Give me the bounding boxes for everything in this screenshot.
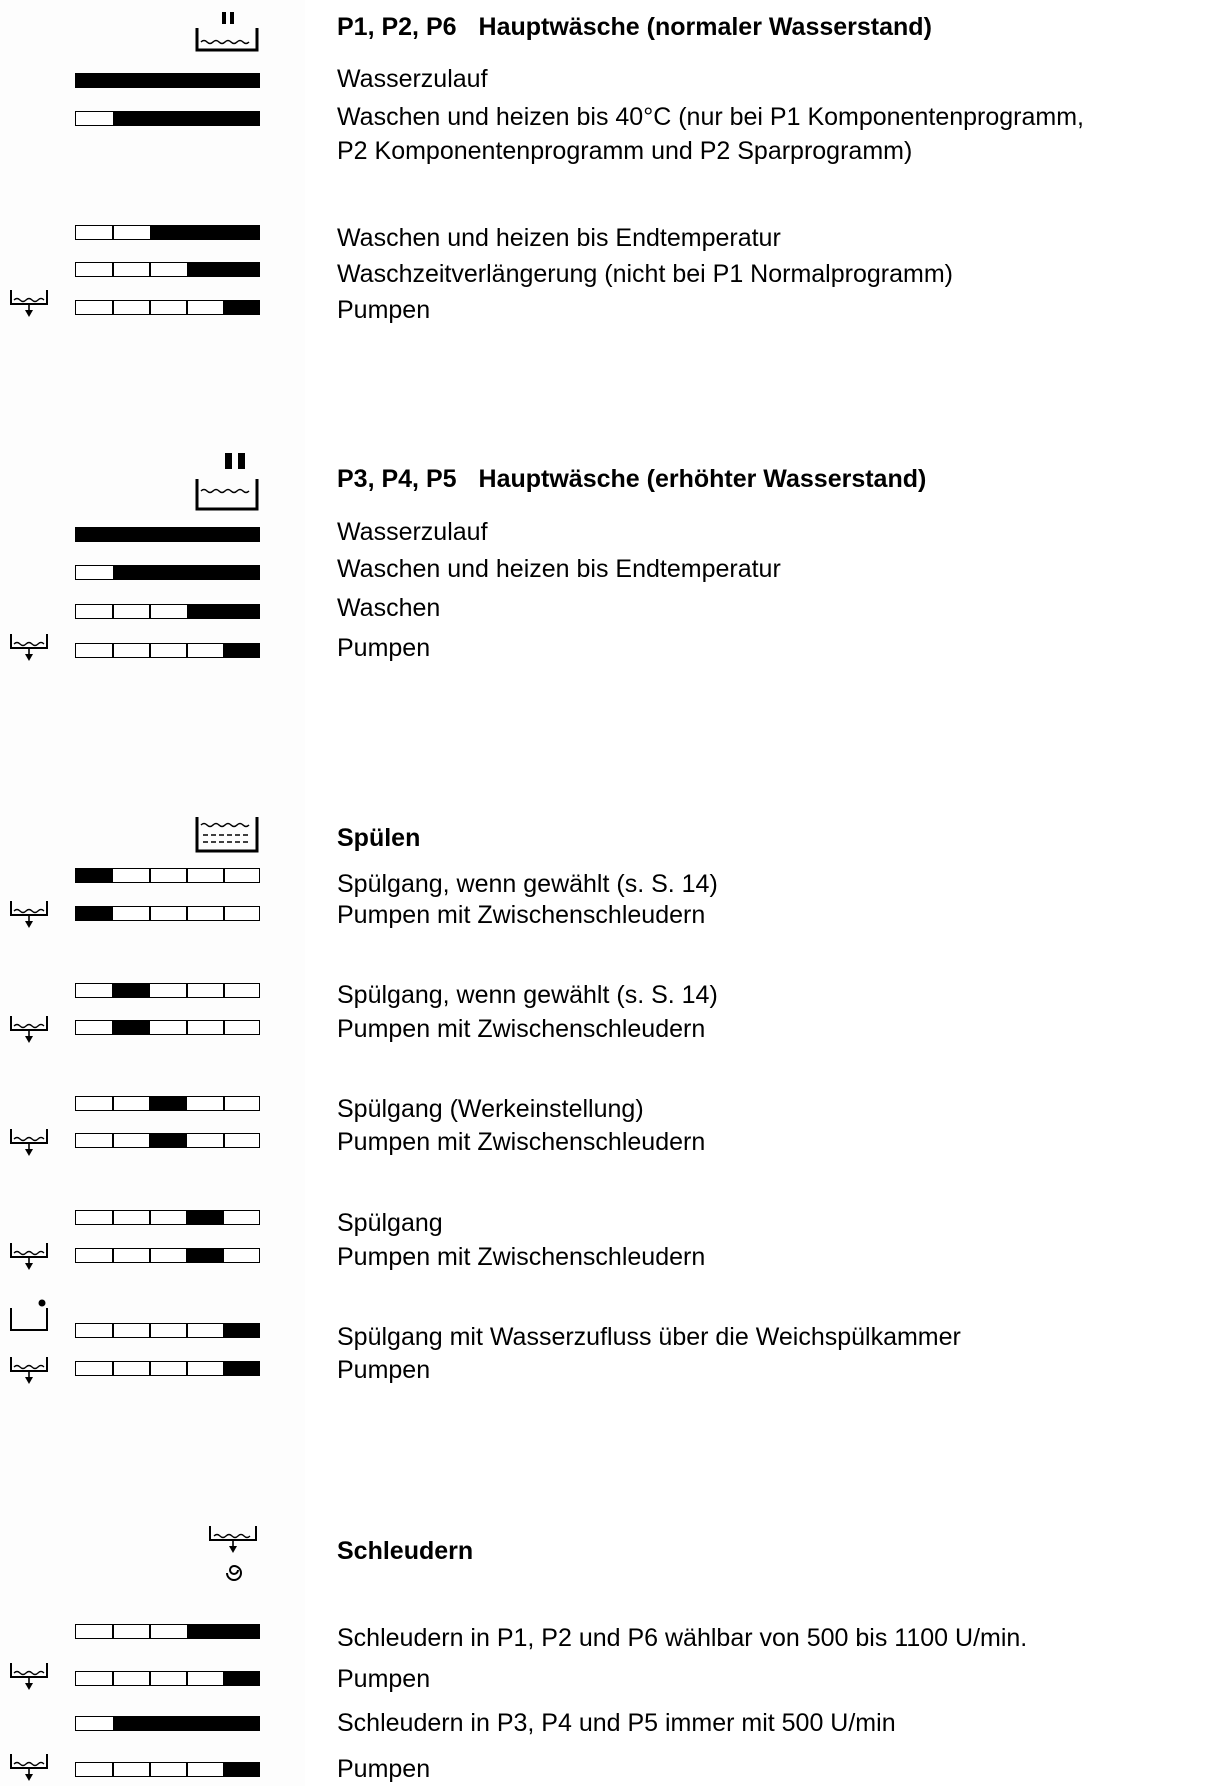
- step-text: Spülgang, wenn gewählt (s. S. 14): [337, 981, 718, 1009]
- step-text: Pumpen mit Zwischenschleudern: [337, 1015, 706, 1043]
- drain-icon: [10, 1754, 48, 1781]
- drain-icon: [10, 1243, 48, 1270]
- drain-icon: [10, 1357, 48, 1384]
- progress-bar: [75, 604, 260, 619]
- drain-icon: [10, 901, 48, 928]
- step-text: Waschen und heizen bis Endtemperatur: [337, 224, 781, 252]
- step-text: Spülgang (Werkeinstellung): [337, 1095, 644, 1123]
- spin-drain-icon: [209, 1526, 257, 1581]
- step-text: Pumpen: [337, 1665, 431, 1693]
- progress-bar: [75, 527, 260, 542]
- progress-bar: [75, 1762, 260, 1777]
- wash-tub-icon: [195, 12, 259, 52]
- step-text: Spülgang mit Wasserzufluss über die Weic…: [337, 1323, 961, 1351]
- drain-icon: [10, 1016, 48, 1043]
- progress-bar: [75, 983, 260, 998]
- progress-bar: [75, 73, 260, 88]
- progress-bar: [75, 1361, 260, 1376]
- progress-bar: [75, 1096, 260, 1111]
- rinse-tub-icon: [195, 817, 259, 853]
- progress-bar: [75, 643, 260, 658]
- step-text: Pumpen: [337, 634, 431, 662]
- step-text: Waschzeitverlängerung (nicht bei P1 Norm…: [337, 260, 953, 288]
- section-heading-rinse: Spülen: [337, 824, 421, 852]
- progress-bar: [75, 262, 260, 277]
- drain-icon: [10, 1663, 48, 1690]
- progress-bar: [75, 868, 260, 883]
- step-text: Wasserzulauf: [337, 65, 488, 93]
- step-text: Waschen und heizen bis 40°C (nur bei P1 …: [337, 103, 1084, 131]
- step-text: Pumpen: [337, 1755, 431, 1783]
- step-text: Waschen und heizen bis Endtemperatur: [337, 555, 781, 583]
- drain-icon: [10, 634, 48, 661]
- progress-bar: [75, 1210, 260, 1225]
- symbol-column: [0, 0, 305, 1786]
- drain-icon: [10, 1129, 48, 1156]
- step-text: P2 Komponentenprogramm und P2 Sparprogra…: [337, 137, 913, 165]
- progress-bar: [75, 906, 260, 921]
- step-text: Pumpen mit Zwischenschleudern: [337, 1243, 706, 1271]
- step-text: Spülgang: [337, 1209, 443, 1237]
- progress-bar: [75, 1133, 260, 1148]
- progress-bar: [75, 300, 260, 315]
- progress-bar: [75, 1248, 260, 1263]
- step-text: Pumpen: [337, 1356, 431, 1384]
- step-text: Wasserzulauf: [337, 518, 488, 546]
- step-text: Pumpen: [337, 296, 431, 324]
- step-text: Spülgang, wenn gewählt (s. S. 14): [337, 870, 718, 898]
- drain-icon: [10, 290, 48, 317]
- softener-icon: [10, 1299, 48, 1331]
- progress-bar: [75, 565, 260, 580]
- step-text: Schleudern in P3, P4 und P5 immer mit 50…: [337, 1709, 896, 1737]
- step-text: Schleudern in P1, P2 und P6 wählbar von …: [337, 1624, 1028, 1652]
- step-text: Pumpen mit Zwischenschleudern: [337, 901, 706, 929]
- progress-bar: [75, 1716, 260, 1731]
- progress-bar: [75, 1671, 260, 1686]
- progress-bar: [75, 111, 260, 126]
- progress-bar: [75, 1323, 260, 1338]
- section-heading-spin: Schleudern: [337, 1537, 474, 1565]
- progress-bar: [75, 1020, 260, 1035]
- progress-bar: [75, 1624, 260, 1639]
- progress-bar: [75, 225, 260, 240]
- step-text: Pumpen mit Zwischenschleudern: [337, 1128, 706, 1156]
- step-text: Waschen: [337, 594, 441, 622]
- wash-tub-high-water-icon: [195, 453, 259, 511]
